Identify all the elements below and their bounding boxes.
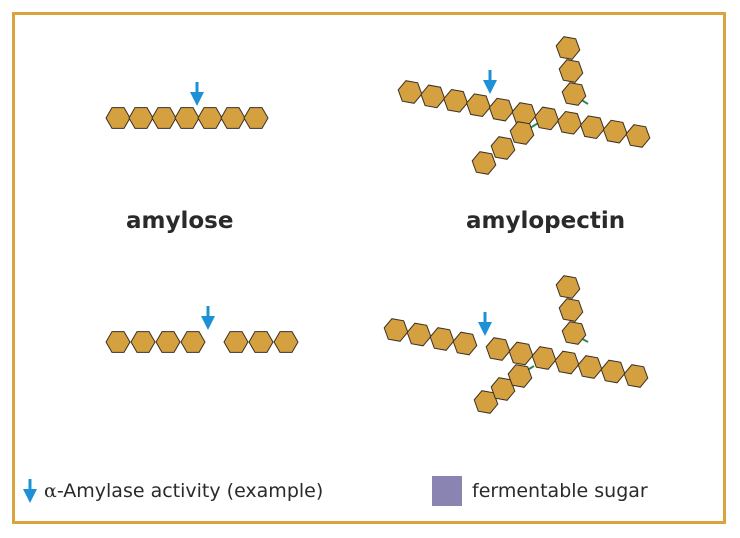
glucose-unit <box>105 107 131 129</box>
glucose-unit <box>105 331 131 353</box>
glucose-unit <box>557 110 582 135</box>
glucose-unit <box>406 322 432 347</box>
glucose-unit <box>130 331 156 353</box>
glucose-unit <box>623 364 649 388</box>
legend-sugar-text: fermentable sugar <box>472 480 648 502</box>
glucose-unit <box>580 115 605 140</box>
glucose-unit <box>561 321 587 345</box>
glucose-unit <box>420 84 446 109</box>
down-arrow-icon <box>478 312 492 336</box>
glucose-unit <box>273 331 299 353</box>
glucose-unit <box>128 107 154 129</box>
glucose-unit <box>466 93 491 118</box>
glucose-unit <box>558 298 584 322</box>
glucose-unit <box>554 350 580 375</box>
glucose-unit <box>429 327 455 351</box>
glucose-unit <box>471 151 497 175</box>
square-swatch-icon <box>432 476 462 506</box>
glucose-unit <box>534 106 560 131</box>
glucose-unit <box>511 102 537 126</box>
glucose-unit <box>248 331 274 353</box>
glucose-unit <box>531 346 557 370</box>
glucose-unit <box>555 275 581 299</box>
glucose-unit <box>625 124 651 148</box>
glucose-unit <box>174 107 200 129</box>
legend-amylase-activity: α-Amylase activity (example) <box>22 476 323 506</box>
glucose-unit <box>443 88 468 113</box>
down-arrow-icon <box>201 306 215 330</box>
diagram-frame <box>12 12 726 524</box>
glucose-unit <box>155 331 181 353</box>
glucose-unit <box>243 107 269 129</box>
glucose-unit <box>509 121 535 145</box>
legend-fermentable-sugar: fermentable sugar <box>432 476 648 506</box>
amylase-arrows <box>190 70 497 336</box>
glucose-unit <box>555 36 581 60</box>
down-arrow-icon <box>23 479 37 503</box>
glucose-unit <box>397 80 423 104</box>
glucose-unit <box>561 82 587 106</box>
alpha-symbol: α <box>44 480 57 502</box>
glucose-units <box>105 36 651 414</box>
glucose-unit <box>197 107 223 129</box>
glucose-unit <box>490 136 516 160</box>
glucose-unit <box>577 355 603 379</box>
down-arrow-icon <box>190 82 204 106</box>
amylopectin-label: amylopectin <box>466 208 626 234</box>
glucose-unit <box>151 107 177 129</box>
glucose-unit <box>600 359 626 384</box>
glucose-unit <box>558 59 584 83</box>
down-arrow-icon <box>483 70 497 94</box>
glucose-unit <box>602 119 628 144</box>
amylose-label: amylose <box>126 208 234 234</box>
glucose-unit <box>452 331 478 356</box>
glucose-unit <box>488 97 514 122</box>
glucose-unit <box>220 107 246 129</box>
glucose-unit <box>223 331 249 353</box>
glucose-unit <box>485 337 511 361</box>
glucose-unit <box>383 318 409 342</box>
glucose-unit <box>507 364 533 388</box>
legend-activity-text: -Amylase activity (example) <box>56 480 324 502</box>
glucose-unit <box>508 341 534 366</box>
glucose-unit <box>180 331 206 353</box>
